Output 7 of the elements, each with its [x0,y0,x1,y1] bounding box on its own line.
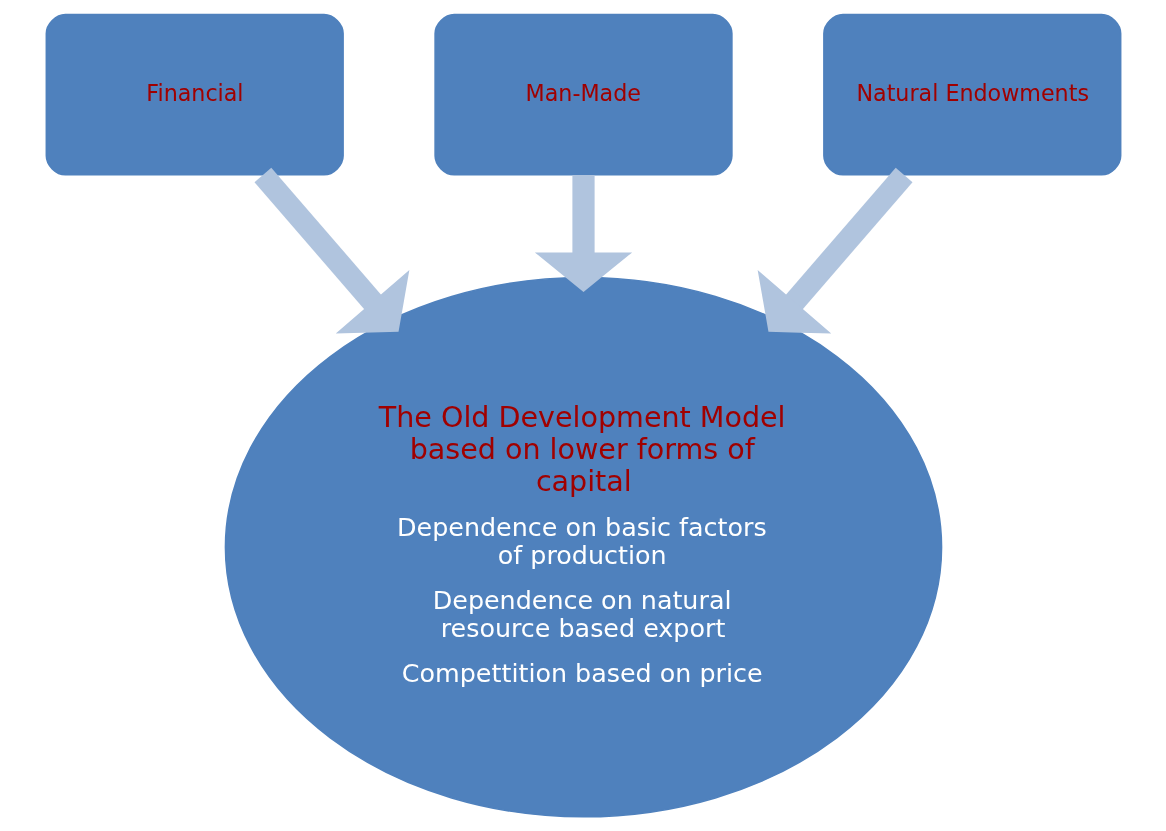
node-ellipse: The Old Development Model based on lower forms of capital Dependence on basic factors of production Dependence on natural resource based export Compettition based on price [224,276,942,818]
arrow [254,167,409,334]
node-box: Natural Endowments [822,13,1121,176]
arrow [534,175,632,293]
node-box: Man-Made [433,13,733,176]
arrow [757,167,912,334]
node-box: Financial [45,13,344,176]
